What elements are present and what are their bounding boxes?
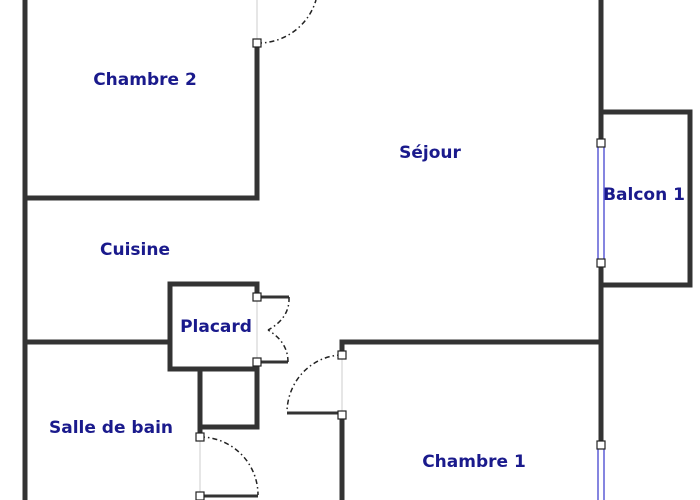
- walls: [22, 0, 693, 500]
- room-label-placard: Placard: [180, 317, 252, 337]
- windows: [597, 143, 605, 500]
- door-hinges: [195, 38, 606, 500]
- room-label-salle-de-bain: Salle de bain: [48, 418, 174, 438]
- room-label-chambre-1: Chambre 1: [422, 452, 526, 472]
- room-label-cuisine: Cuisine: [100, 240, 170, 260]
- room-label-chambre-2: Chambre 2: [93, 70, 197, 90]
- room-label-sejour: Séjour: [399, 143, 461, 163]
- room-label-balcon-1: Balcon 1: [603, 185, 685, 205]
- doors: [199, 0, 343, 498]
